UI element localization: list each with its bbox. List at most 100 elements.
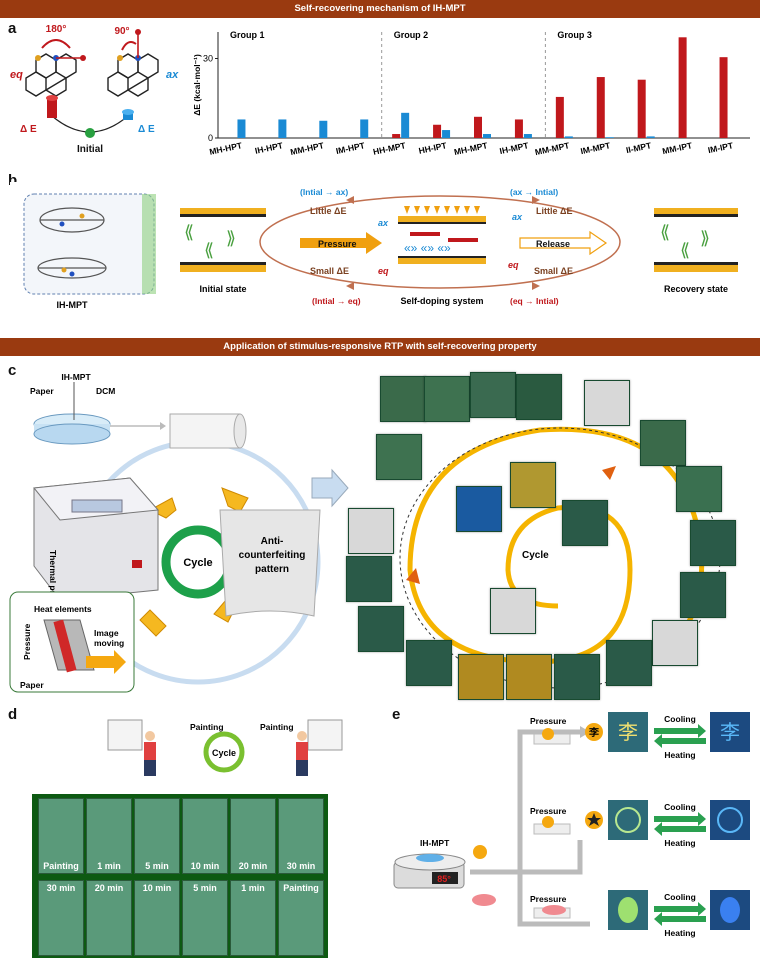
x-tick-label: IM-IPT xyxy=(707,140,735,155)
spiral-photo-tile xyxy=(690,520,736,566)
spiral-photo-tile xyxy=(458,654,504,700)
initial-label: Initial xyxy=(77,144,103,155)
painting-time-label: 30 min xyxy=(46,883,76,893)
x-tick-label: IM-MPT xyxy=(580,140,612,156)
svg-text:李: 李 xyxy=(618,721,638,744)
spiral-photo-tile xyxy=(516,374,562,420)
painting-time-label: 5 min xyxy=(193,883,217,893)
pressure-vertical-text: Pressure xyxy=(22,623,32,660)
panel-d-label: d xyxy=(8,706,18,723)
svg-text:李: 李 xyxy=(720,721,740,744)
bar xyxy=(605,137,614,138)
small-de-right: Small ΔE xyxy=(534,266,573,276)
svg-text:⟪: ⟪ xyxy=(680,240,690,260)
pressure-text: Pressure xyxy=(318,239,357,249)
painting-cell: 10 min xyxy=(182,798,228,874)
spiral-photo-tile xyxy=(348,508,394,554)
painting-time-label: Painting xyxy=(43,861,79,871)
cycle-ellipse xyxy=(259,195,621,289)
seal-li-icon xyxy=(585,723,603,741)
little-de-left: Little ΔE xyxy=(310,206,346,216)
panel-b-scheme: IH-MPT ⟪ ⟫ ⟪ Initial state (Intial → ax)… xyxy=(10,182,750,328)
bar xyxy=(678,37,687,138)
spiral-photo-tile xyxy=(606,640,652,686)
bar xyxy=(483,134,491,138)
x-tick-label: MH-HPT xyxy=(208,140,243,157)
bar xyxy=(392,134,401,138)
x-tick-label: MM-IPT xyxy=(661,140,693,156)
spiral-photo-tile xyxy=(676,466,722,512)
bar xyxy=(442,130,451,138)
svg-text:⟪: ⟪ xyxy=(204,240,214,260)
ih-mpt-label: IH-MPT xyxy=(57,300,88,310)
painting-cell: 30 min xyxy=(278,798,324,874)
pressure-e-1: Pressure xyxy=(530,716,567,726)
spiral-photo-tile xyxy=(510,462,556,508)
spiral-photo-tile xyxy=(376,434,422,480)
y-tick-label: 0 xyxy=(208,133,213,143)
x-tick-label: IH-HPT xyxy=(254,140,285,156)
spiral-photo-tile xyxy=(680,572,726,618)
spiral-photo-tile xyxy=(584,380,630,426)
spiral-arrow-2 xyxy=(406,568,420,584)
x-tick-label: HH-MPT xyxy=(372,140,407,157)
pressure-e-3: Pressure xyxy=(530,894,567,904)
painting-time-label: Painting xyxy=(283,883,319,893)
svg-text:⟪: ⟪ xyxy=(660,222,670,242)
molecule-eq-icon xyxy=(25,53,77,97)
bar xyxy=(401,112,410,138)
painting-cell: 5 min xyxy=(182,880,228,956)
sulfur-atom-left xyxy=(35,55,41,61)
initial-to-eq-label: (Intial → eq) xyxy=(312,296,361,306)
spiral-gallery: Cycle xyxy=(340,370,760,700)
heat-elements-text: Heat elements xyxy=(34,604,92,614)
pressure-arrow xyxy=(300,232,382,254)
pattern-sheet xyxy=(219,509,321,617)
spiral-photo-tile xyxy=(470,372,516,418)
release-text: Release xyxy=(536,239,570,249)
painting-cell: 20 min xyxy=(86,880,132,956)
pressure-e-2: Pressure xyxy=(530,806,567,816)
plate-bottom-recovery xyxy=(654,265,738,272)
image-moving-2: moving xyxy=(94,638,124,648)
ax-label-left: ax xyxy=(378,218,389,228)
spiral-photo-tile xyxy=(652,620,698,666)
painting-time-label: 5 min xyxy=(145,861,169,871)
molecule-box xyxy=(23,193,155,295)
bar xyxy=(596,77,605,138)
bar xyxy=(514,119,523,138)
painting-cell: 30 min xyxy=(38,880,84,956)
painting-time-label: 1 min xyxy=(97,861,121,871)
little-de-right: Little ΔE xyxy=(536,206,572,216)
result-li-warm xyxy=(608,712,648,752)
self-doping-label: Self-doping system xyxy=(400,296,483,306)
li-char: 李 xyxy=(588,726,600,739)
initial-ball xyxy=(85,128,95,138)
thermal-printer-text: Thermal printer xyxy=(48,550,58,613)
crystal-structure-icon xyxy=(37,207,107,279)
svg-text:⟫: ⟫ xyxy=(226,228,236,248)
svg-text:«» «» «»: «» «» «» xyxy=(404,241,451,255)
group-label: Group 1 xyxy=(230,30,265,40)
delta-e-right: Δ E xyxy=(138,124,155,135)
panel-b-label: b xyxy=(8,172,18,189)
cooling-2: Cooling xyxy=(664,802,696,812)
initial-to-ax-label: (Intial → ax) xyxy=(300,187,348,197)
stamp-icon-1 xyxy=(473,845,487,859)
spiral-arrow-1 xyxy=(602,466,616,480)
angle-eq-label: 180° xyxy=(46,24,67,35)
bar xyxy=(360,119,369,138)
spiral-photo-tile xyxy=(490,588,536,634)
eq-energy-bar xyxy=(47,98,57,118)
painting-time-label: 10 min xyxy=(190,861,220,871)
painting-cell: 5 min xyxy=(134,798,180,874)
eq-to-initial-label: (eq → Intial) xyxy=(510,296,559,306)
group-label: Group 3 xyxy=(557,30,592,40)
painting-time-label: 10 min xyxy=(142,883,172,893)
hot-plate-icon xyxy=(393,853,466,889)
cooling-3: Cooling xyxy=(664,892,696,902)
ax-to-initial-label: (ax → Intial) xyxy=(510,187,558,197)
spiral-photo-tile xyxy=(640,420,686,466)
spiral-photo-tile xyxy=(456,486,502,532)
